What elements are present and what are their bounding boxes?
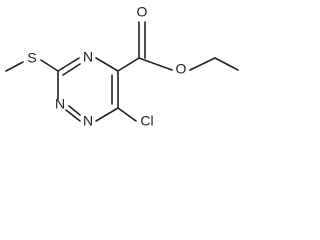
bond-n1-n2	[65, 109, 81, 122]
bond-c5-carbonyl	[117, 57, 140, 72]
atom-ring-n4: N	[83, 49, 93, 65]
bond-c6-n1	[95, 107, 119, 122]
atom-sulfur: S	[27, 50, 36, 66]
bond-c3-n4-double	[62, 63, 81, 76]
chemical-structure-diagram: S N N N O O Cl	[5, 4, 239, 129]
atom-ring-n2: N	[55, 96, 65, 112]
bond-ester-o-ch2	[189, 57, 216, 71]
atom-ester-oxygen: O	[176, 61, 187, 77]
atom-ring-n1: N	[83, 113, 93, 129]
bond-c6-cl	[117, 107, 137, 122]
bond-n1-n2-double	[68, 105, 81, 116]
atom-chlorine: Cl	[140, 113, 153, 129]
bond-s-c3	[40, 59, 59, 72]
structure-canvas: S N N N O O Cl	[5, 3, 239, 129]
bond-methyl-s	[5, 61, 24, 72]
bond-n4-c5	[95, 57, 119, 72]
bond-c3-n4	[57, 57, 80, 72]
bonds	[5, 21, 239, 122]
bond-carbonyl-ester-o	[138, 57, 173, 71]
atom-labels: S N N N O O Cl	[27, 4, 186, 129]
atom-carbonyl-oxygen: O	[137, 4, 148, 20]
bond-ch2-ch3	[214, 57, 239, 71]
